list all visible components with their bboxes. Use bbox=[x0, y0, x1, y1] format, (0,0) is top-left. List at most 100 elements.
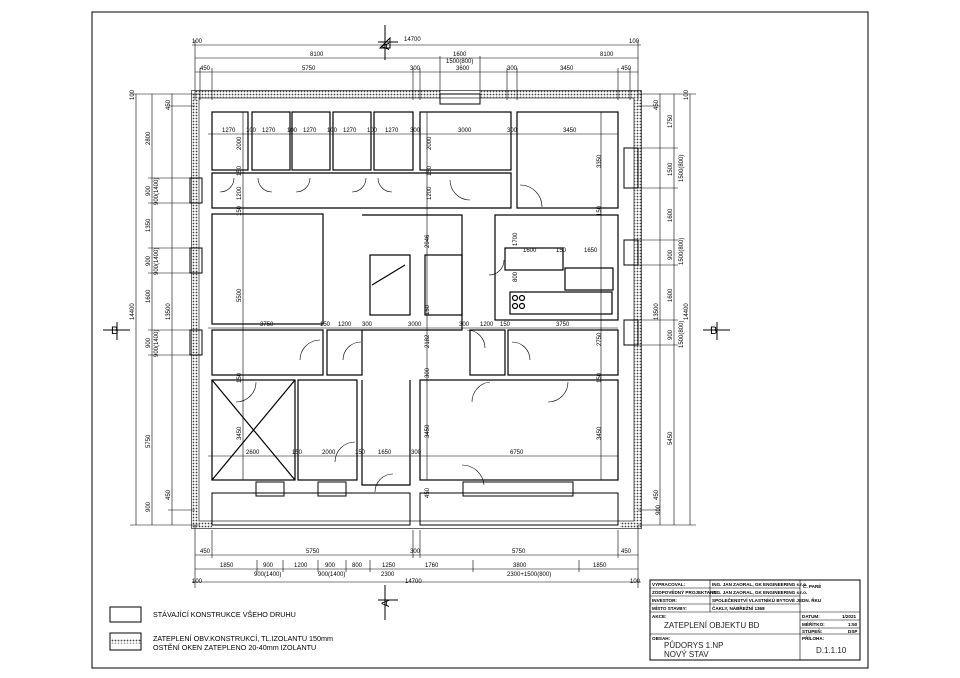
window-left-3 bbox=[189, 329, 203, 356]
dimension-label: 100 bbox=[630, 579, 641, 585]
dimension-label: Č. PARÉ bbox=[803, 582, 821, 589]
dimension-label: 1250 bbox=[382, 563, 396, 569]
dimension-label: 900 bbox=[656, 504, 662, 515]
balcony-left bbox=[211, 492, 411, 526]
dimension-label: 800 bbox=[352, 563, 363, 569]
dimension-label: 1200 bbox=[427, 186, 433, 200]
dimension-label: 2182 bbox=[425, 334, 431, 348]
legend-insulation-label: ZATEPLENÍ OBV.KONSTRUKCÍ, TL.IZOLANTU 15… bbox=[153, 634, 333, 643]
dimension-label: 14700 bbox=[405, 579, 422, 585]
dimension-label: 450 bbox=[621, 66, 632, 72]
dimension-label: 300 bbox=[410, 549, 421, 555]
dimension-label: 14400 bbox=[684, 303, 690, 320]
dimension-label: 1270 bbox=[262, 128, 276, 134]
dimension-label: 300 bbox=[507, 128, 518, 134]
dimension-label: 300 bbox=[362, 322, 373, 328]
dimension-label: 2300 bbox=[381, 572, 395, 578]
exterior-walls bbox=[189, 90, 642, 529]
dimension-label: 100 bbox=[367, 128, 378, 134]
section-label: B bbox=[710, 325, 717, 337]
dimension-label: 1500(800) bbox=[679, 321, 685, 348]
dimension-label: 150 bbox=[427, 165, 433, 176]
dimension-label: 300 bbox=[411, 450, 422, 456]
section-marker-b-left: B bbox=[103, 322, 130, 340]
window-right-2 bbox=[623, 239, 639, 266]
doors bbox=[219, 177, 569, 493]
section-label: B bbox=[111, 325, 118, 337]
dimension-label: 3450 bbox=[597, 426, 603, 440]
dimension-label: 900 bbox=[146, 337, 152, 348]
dimension-label: 300 bbox=[459, 322, 470, 328]
title-block: VYPRACOVAL: ING. JAN ZAORAL, GK ENGINEER… bbox=[649, 579, 861, 661]
dimension-label: 1850 bbox=[220, 563, 234, 569]
section-marker-b-right: B bbox=[703, 322, 730, 340]
dimension-label: 3450 bbox=[560, 66, 574, 72]
section-label: A bbox=[380, 42, 392, 50]
dimension-label: 3600 bbox=[456, 66, 470, 72]
left-dimensions: 14400 100 2800 900 1350 900 1600 900 575… bbox=[130, 89, 200, 526]
dimension-label: 1270 bbox=[385, 128, 399, 134]
project-name: ZATEPLENÍ OBJEKTU BD bbox=[664, 621, 760, 630]
window-left-1 bbox=[189, 177, 203, 204]
dimension-label: 1600 bbox=[146, 289, 152, 303]
dimension-label: 150 bbox=[425, 304, 431, 315]
dimension-label: SPOLEČENSTVÍ VLASTNÍKŮ BYTOVÉ JEDN. ŘKU bbox=[712, 596, 822, 603]
dimension-label: 150 bbox=[292, 450, 303, 456]
dimension-label: 300 bbox=[410, 66, 421, 72]
dimension-label: ČAKLY, NÁBŘEŽNÍ 1368 bbox=[712, 604, 765, 611]
dimension-label: 900(1400) bbox=[154, 178, 160, 205]
dimension-label: 150 bbox=[500, 322, 511, 328]
sheet-frame bbox=[91, 11, 869, 669]
drawing-subtitle: NOVÝ STAV bbox=[664, 650, 709, 659]
dimension-label: 1270 bbox=[343, 128, 357, 134]
dimension-label: 150 bbox=[237, 165, 243, 176]
dimension-label: 1500(800) bbox=[679, 238, 685, 265]
dimension-label: 1270 bbox=[303, 128, 317, 134]
legend-insulation-label-2: OSTĚNÍ OKEN ZATEPLENO 20-40mm IZOLANTU bbox=[153, 643, 316, 652]
dimension-label: 100 bbox=[327, 128, 338, 134]
dimension-label: 1:50 bbox=[848, 622, 858, 627]
dimension-label: 150 bbox=[597, 372, 603, 383]
dimension-label: 5750 bbox=[302, 66, 316, 72]
dimension-label: 2600 bbox=[246, 450, 260, 456]
dimension-label: 8100 bbox=[600, 52, 614, 58]
dimension-label: INVESTOR: bbox=[652, 598, 677, 603]
dimension-label: 900 bbox=[263, 563, 274, 569]
dimension-label: 1/2021 bbox=[842, 614, 856, 619]
dimension-label: 1500(800) bbox=[679, 155, 685, 182]
dimension-label: 2000 bbox=[237, 136, 243, 150]
dimension-label: 100 bbox=[192, 579, 203, 585]
dimension-label: 8100 bbox=[310, 52, 324, 58]
dimension-label: 900 bbox=[325, 563, 336, 569]
legend-swatch-insulation bbox=[109, 632, 142, 651]
dimension-label: 450 bbox=[654, 99, 660, 110]
dimension-label: 150 bbox=[556, 248, 567, 254]
window-right-3 bbox=[623, 319, 639, 346]
dimension-label: OBSAH: bbox=[652, 636, 671, 641]
dimension-label: 100 bbox=[192, 39, 203, 45]
dimension-label: 6750 bbox=[510, 450, 524, 456]
dimension-label: ING. JAN ZAORAL, GK ENGINEERING s.r.o. bbox=[712, 582, 807, 587]
dimension-label: 900 bbox=[146, 501, 152, 512]
dimension-label: DSP bbox=[848, 629, 857, 634]
dimension-label: 3750 bbox=[260, 322, 274, 328]
dimension-label: 5500 bbox=[237, 288, 243, 302]
dimension-label: 450 bbox=[654, 489, 660, 500]
dimension-label: 1200 bbox=[480, 322, 494, 328]
dimension-label: ING. JAN ZAORAL, GK ENGINEERING s.r.o. bbox=[712, 590, 807, 595]
dimension-label: 450 bbox=[425, 487, 431, 498]
dimension-label: AKCE: bbox=[652, 614, 667, 619]
dimension-label: 900(1400) bbox=[318, 572, 345, 578]
dimension-label: 3750 bbox=[556, 322, 570, 328]
dimension-label: 900 bbox=[146, 255, 152, 266]
balcony-right bbox=[419, 492, 619, 526]
dimension-label: 1350 bbox=[146, 218, 152, 232]
dimension-label: 1850 bbox=[593, 563, 607, 569]
dimension-label: 100 bbox=[684, 89, 690, 100]
dimension-label: 1200 bbox=[294, 563, 308, 569]
legend-swatch-existing bbox=[109, 606, 142, 623]
interior-dimensions: 1270 100 1270 100 1270 100 1270 100 1270… bbox=[208, 112, 618, 498]
dimension-label: STUPEŇ: bbox=[802, 627, 823, 634]
dimension-label: 3800 bbox=[513, 563, 527, 569]
dimension-label: 1600 bbox=[523, 248, 537, 254]
